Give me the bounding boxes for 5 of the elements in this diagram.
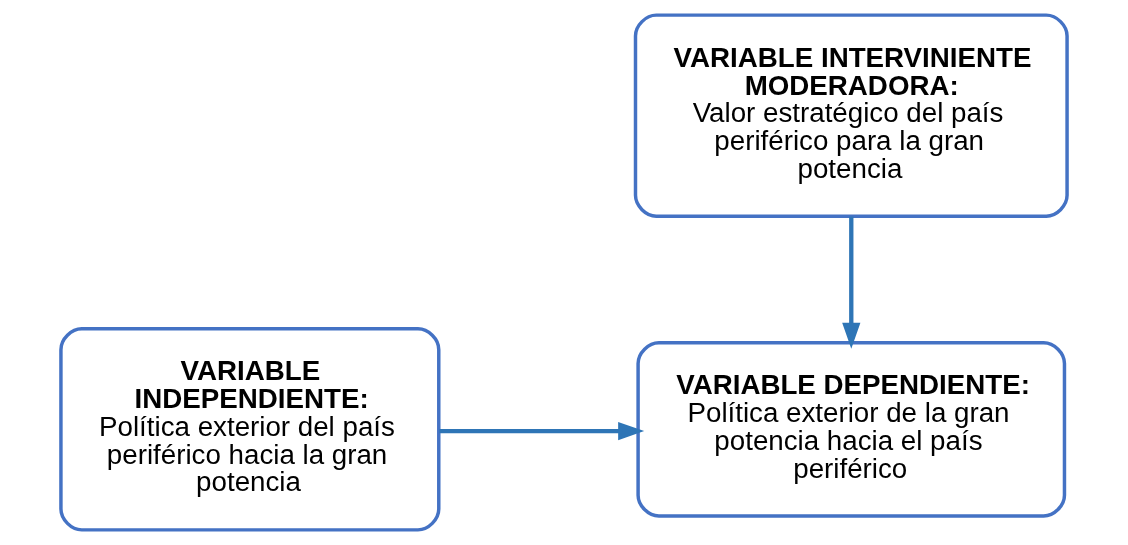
node-box: VARIABLE INDEPENDIENTE: Política exterior del país periférico hacia la gran potencia bbox=[59, 327, 441, 532]
arrow bbox=[439, 421, 645, 441]
node-box: VARIABLE DEPENDIENTE: Política exterior de la gran potencia hacia el país periférico bbox=[636, 340, 1067, 518]
node-box: VARIABLE INTERVINIENTE MODERADORA: Valor estratégico del país periférico para la gran potencia bbox=[633, 13, 1069, 218]
arrow bbox=[842, 216, 861, 349]
